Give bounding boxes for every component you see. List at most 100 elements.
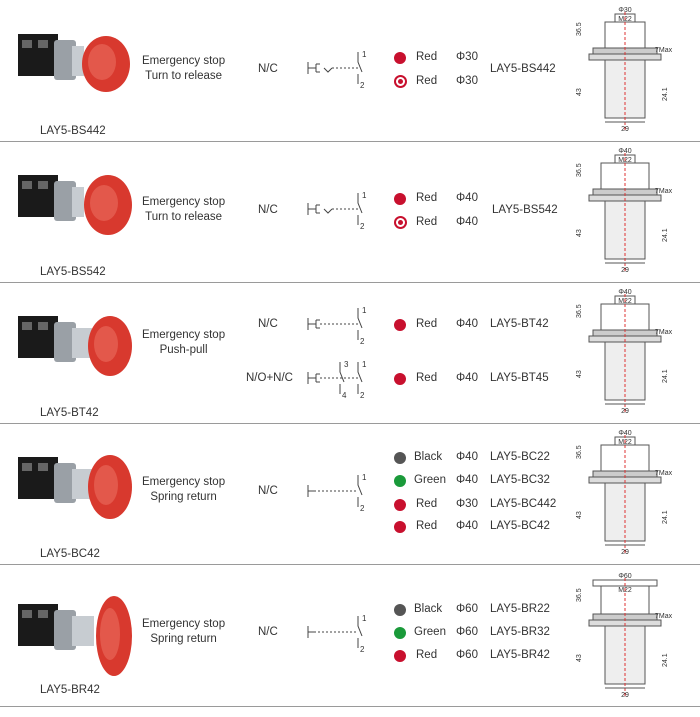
part-code: LAY5-BS542 <box>492 204 558 216</box>
svg-text:24.1: 24.1 <box>662 228 669 242</box>
color-swatch-green <box>394 627 406 639</box>
svg-text:7Max: 7Max <box>655 470 673 477</box>
svg-text:7Max: 7Max <box>655 188 673 195</box>
product-row-br42: LAY5-BR42 Emergency stop Spring return N… <box>0 564 700 707</box>
size-label: Φ60 <box>456 626 478 638</box>
svg-text:29: 29 <box>621 267 629 274</box>
svg-text:43: 43 <box>576 370 583 378</box>
color-label: Red <box>416 498 438 510</box>
svg-text:1: 1 <box>362 306 367 315</box>
size-label: Φ30 <box>456 51 478 63</box>
part-code: LAY5-BR32 <box>490 626 550 638</box>
dimension-drawing: Φ60 M22 36.5 43 24.1 7Max 29 <box>576 573 673 699</box>
svg-text:7Max: 7Max <box>655 613 673 620</box>
part-code: LAY5-BC22 <box>490 451 550 463</box>
color-label: Red <box>416 318 438 330</box>
svg-text:24.1: 24.1 <box>662 653 669 667</box>
svg-text:2: 2 <box>360 337 365 344</box>
part-code: LAY5-BS442 <box>490 63 556 75</box>
svg-text:43: 43 <box>576 88 583 96</box>
color-label: Red <box>416 520 438 532</box>
circuit-schematic: 1 2 <box>307 473 367 511</box>
circuit-schematic-no-nc: 3 4 1 2 <box>307 360 367 398</box>
product-row-bt42: LAY5-BT42 Emergency stop Push-pull N/C 1… <box>0 282 700 424</box>
model-label: LAY5-BS542 <box>40 266 106 278</box>
product-row-bc42: LAY5-BC42 Emergency stop Spring return N… <box>0 423 700 565</box>
product-photo <box>18 455 132 519</box>
svg-text:2: 2 <box>360 391 365 398</box>
svg-text:Φ40: Φ40 <box>618 148 631 155</box>
color-swatch-red <box>394 373 406 385</box>
svg-text:36.5: 36.5 <box>576 163 583 177</box>
color-label: Green <box>414 474 446 486</box>
dimension-drawing: Φ40 M22 36.5 43 24.1 7Max 29 <box>576 289 673 415</box>
svg-text:36.5: 36.5 <box>576 445 583 459</box>
svg-text:43: 43 <box>576 654 583 662</box>
dimension-drawing: Φ30 M22 36.5 43 24.1 7Max 29 <box>576 7 673 133</box>
part-code: LAY5-BR22 <box>490 603 550 615</box>
svg-text:29: 29 <box>621 692 629 699</box>
size-label: Φ40 <box>456 216 478 228</box>
description: Emergency stop Spring return <box>142 618 226 645</box>
model-label: LAY5-BC42 <box>40 548 100 560</box>
svg-text:7Max: 7Max <box>655 47 673 54</box>
dimension-drawing: Φ40 M22 36.5 43 24.1 7Max 29 <box>576 148 673 274</box>
circuit-schematic: 1 2 <box>307 614 367 652</box>
svg-text:2: 2 <box>360 81 365 88</box>
svg-text:4: 4 <box>342 391 347 398</box>
size-label: Φ60 <box>456 649 478 661</box>
svg-text:29: 29 <box>621 408 629 415</box>
color-swatch-red <box>394 650 406 662</box>
part-code: LAY5-BR42 <box>490 649 550 661</box>
model-label: LAY5-BR42 <box>40 684 100 696</box>
size-label: Φ40 <box>456 451 478 463</box>
svg-text:24.1: 24.1 <box>662 87 669 101</box>
size-label: Φ40 <box>456 474 478 486</box>
color-swatch-red <box>394 499 406 511</box>
svg-text:1: 1 <box>362 614 367 623</box>
circuit-schematic-nc: 1 2 <box>307 306 367 344</box>
size-label: Φ40 <box>456 520 478 532</box>
contact-type: N/C <box>258 204 278 216</box>
color-swatch-red-arrow <box>394 216 407 229</box>
svg-text:24.1: 24.1 <box>662 369 669 383</box>
svg-text:3: 3 <box>344 360 349 369</box>
model-label: LAY5-BS442 <box>40 125 106 137</box>
circuit-schematic: 1 2 <box>307 50 367 88</box>
size-label: Φ40 <box>456 372 478 384</box>
color-label: Red <box>416 216 438 228</box>
color-swatch-black <box>394 604 406 616</box>
product-row-bs542: LAY5-BS542 Emergency stop Turn to releas… <box>0 141 700 283</box>
product-photo <box>18 596 132 676</box>
svg-text:29: 29 <box>621 549 629 556</box>
description: Emergency stop Push-pull <box>142 329 226 356</box>
color-label: Red <box>416 649 438 661</box>
model-label: LAY5-BT42 <box>40 407 99 419</box>
part-code: LAY5-BC32 <box>490 474 550 486</box>
color-label: Red <box>416 372 438 384</box>
svg-text:1: 1 <box>362 473 367 482</box>
description: Emergency stop Turn to release <box>142 55 226 82</box>
svg-text:1: 1 <box>362 191 367 200</box>
svg-text:1: 1 <box>362 50 367 59</box>
contact-type: N/C <box>258 485 278 497</box>
svg-text:43: 43 <box>576 511 583 519</box>
svg-text:36.5: 36.5 <box>576 22 583 36</box>
color-label: Red <box>416 192 438 204</box>
svg-text:1: 1 <box>362 360 367 369</box>
svg-text:2: 2 <box>360 222 365 229</box>
size-label: Φ40 <box>456 192 478 204</box>
size-label: Φ40 <box>456 318 478 330</box>
color-swatch-red <box>394 193 406 205</box>
svg-text:36.5: 36.5 <box>576 588 583 602</box>
color-swatch-red <box>394 52 406 64</box>
svg-text:43: 43 <box>576 229 583 237</box>
description: Emergency stop Turn to release <box>142 196 226 223</box>
contact-type: N/O+N/C <box>246 372 293 384</box>
svg-text:Φ40: Φ40 <box>618 289 631 296</box>
circuit-schematic: 1 2 <box>307 191 367 229</box>
dimension-drawing: Φ40 M22 36.5 43 24.1 7Max 29 <box>576 430 673 556</box>
product-photo <box>18 175 132 235</box>
contact-type: N/C <box>258 63 278 75</box>
size-label: Φ30 <box>456 75 478 87</box>
